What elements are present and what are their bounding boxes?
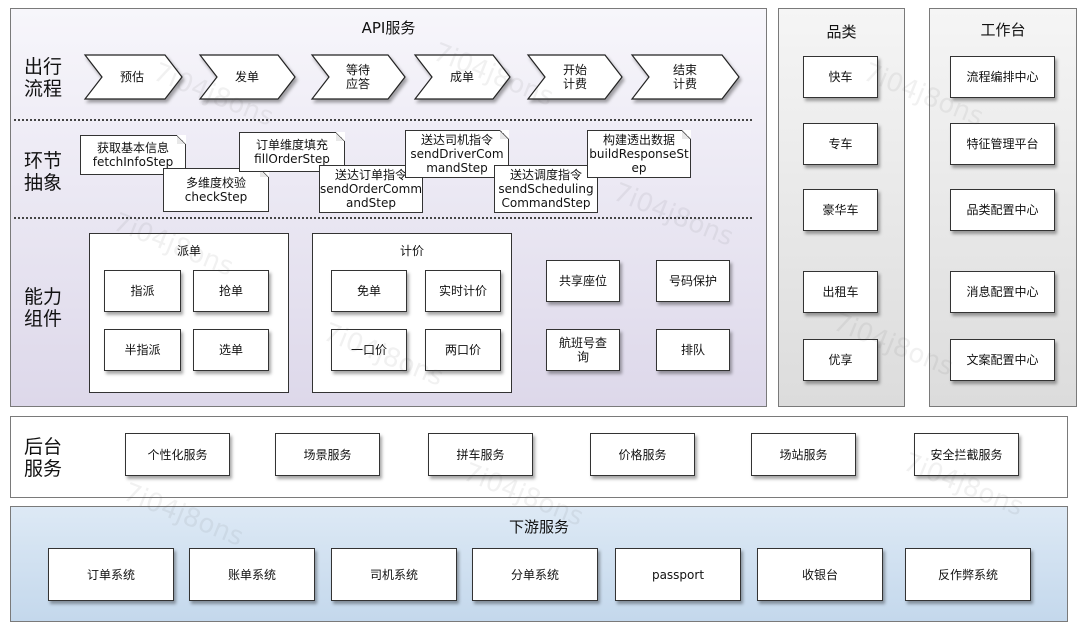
category-youxiang: 优享 [803, 339, 878, 381]
flow-step-end-billing: 结束 计费 [672, 63, 697, 91]
category-taxi: 出租车 [803, 271, 878, 313]
backend-price: 价格服务 [590, 433, 695, 476]
step-build-response: 构建透出数据 buildResponseSt ep [587, 130, 691, 178]
flow-step-send-order: 发单 [234, 70, 259, 84]
step-send-scheduling-command: 送达调度指令 sendScheduling CommandStep [494, 165, 598, 213]
workbench-copy-config: 文案配置中心 [950, 339, 1055, 381]
api-service-title: API服务 [361, 19, 416, 37]
flow-step-waiting: 等待 应答 [345, 63, 370, 91]
downstream-anti-fraud: 反作弊系统 [905, 548, 1031, 601]
component-queue: 排队 [656, 329, 730, 371]
backend-label: 后台 服务 [24, 436, 63, 480]
divider-flow [14, 119, 752, 121]
downstream-dispatch-system: 分单系统 [472, 548, 598, 601]
category-luxury: 豪华车 [803, 189, 878, 231]
downstream-passport: passport [615, 548, 741, 601]
flow-step-estimate: 预估 [119, 70, 144, 84]
component-number-protection: 号码保护 [656, 260, 730, 302]
dispatch-grab: 抢单 [193, 270, 269, 312]
divider-abstract [14, 217, 752, 219]
step-check: 多维度校验 checkStep [163, 168, 269, 212]
downstream-cashier: 收银台 [757, 548, 883, 601]
backend-carpool: 拼车服务 [428, 433, 533, 476]
flow-step-shape [630, 54, 740, 100]
flow-step-shape [310, 54, 406, 100]
workbench-message-config: 消息配置中心 [950, 271, 1055, 313]
downstream-title: 下游服务 [508, 518, 569, 536]
pricing-group-title: 计价 [399, 244, 424, 258]
flow-step-start-billing: 开始 计费 [562, 63, 587, 91]
row-label-flow: 出行 流程 [24, 56, 63, 100]
pricing-two-price: 两口价 [425, 329, 501, 371]
downstream-order-system: 订单系统 [48, 548, 174, 601]
component-shared-seat: 共享座位 [546, 260, 620, 302]
pricing-free: 免单 [331, 270, 407, 312]
row-label-abstract: 环节 抽象 [24, 150, 63, 194]
dispatch-semi-assign: 半指派 [104, 329, 181, 371]
workbench-category-config: 品类配置中心 [950, 189, 1055, 231]
component-flight-query: 航班号查 询 [546, 329, 620, 371]
flow-step-shape [198, 54, 296, 100]
step-fill-order: 订单维度填充 fillOrderStep [239, 132, 345, 172]
step-fetch-info: 获取基本信息 fetchInfoStep [80, 135, 186, 175]
flow-step-order-made: 成单 [449, 70, 474, 84]
workbench-title: 工作台 [980, 21, 1026, 39]
step-send-driver-command: 送达司机指令 sendDriverCom mandStep [405, 130, 509, 178]
row-label-components: 能力 组件 [24, 286, 63, 330]
dispatch-group-title: 派单 [176, 244, 201, 258]
backend-personalization: 个性化服务 [125, 433, 230, 476]
flow-step-shape [413, 54, 511, 100]
flow-step-shape [526, 54, 623, 100]
flow-chevrons [83, 54, 740, 100]
pricing-realtime: 实时计价 [425, 270, 501, 312]
flow-step-shape [83, 54, 183, 100]
backend-security: 安全拦截服务 [914, 433, 1019, 476]
category-express: 快车 [803, 56, 878, 98]
downstream-driver-system: 司机系统 [331, 548, 457, 601]
downstream-billing-system: 账单系统 [189, 548, 315, 601]
category-title: 品类 [826, 23, 857, 41]
backend-station: 场站服务 [751, 433, 856, 476]
workbench-flow-orchestration: 流程编排中心 [950, 56, 1055, 98]
dispatch-choose: 选单 [193, 329, 269, 371]
pricing-fixed: 一口价 [331, 329, 407, 371]
dispatch-assign: 指派 [104, 270, 181, 312]
category-premier: 专车 [803, 123, 878, 165]
workbench-feature-management: 特征管理平台 [950, 123, 1055, 165]
backend-scene: 场景服务 [275, 433, 380, 476]
